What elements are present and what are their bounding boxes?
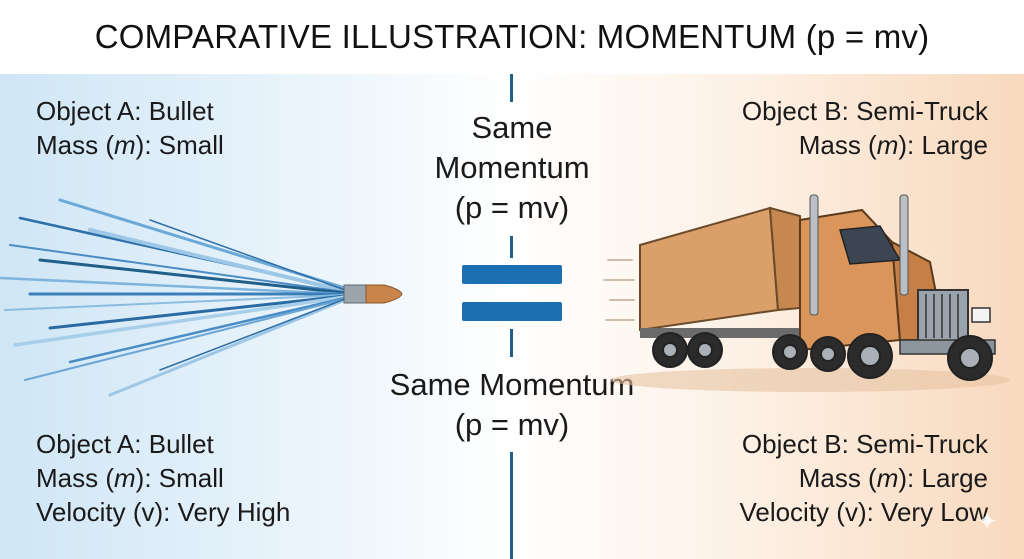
object-a-mass-detail: Mass (m): Small bbox=[36, 463, 224, 493]
page-title: COMPARATIVE ILLUSTRATION: MOMENTUM (p = … bbox=[94, 18, 930, 55]
center-label-bottom: Same Momentum (p = mv) bbox=[389, 367, 635, 442]
bullet-icon bbox=[0, 198, 403, 397]
title-bar: COMPARATIVE ILLUSTRATION: MOMENTUM (p = … bbox=[0, 0, 1024, 74]
semi-truck-icon bbox=[603, 194, 1010, 392]
object-b-summary: Object B: Semi-Truck Mass (m): Large bbox=[742, 94, 988, 162]
object-b-velocity: Velocity (v): Very Low bbox=[739, 497, 988, 527]
object-b-name: Object B: Semi-Truck bbox=[741, 96, 988, 126]
object-a-summary: Object A: Bullet Mass (m): Small bbox=[36, 94, 224, 162]
object-a-name: Object A: Bullet bbox=[36, 96, 214, 126]
object-b-details: Object B: Semi-Truck Mass (m): Large Vel… bbox=[739, 427, 988, 529]
object-b-name-detail: Object B: Semi-Truck bbox=[741, 429, 988, 459]
center-divider bbox=[510, 74, 513, 559]
object-b-mass-detail: Mass (m): Large bbox=[798, 463, 988, 493]
sparkle-icon: ✦ bbox=[976, 506, 998, 536]
object-a-mass: Mass (m): Small bbox=[36, 130, 224, 160]
object-a-details: Object A: Bullet Mass (m): Small Velocit… bbox=[36, 427, 290, 529]
object-b-mass: Mass (m): Large bbox=[798, 130, 988, 160]
object-a-velocity: Velocity (v): Very High bbox=[36, 497, 291, 527]
center-label-top: Same Momentum (p = mv) bbox=[434, 110, 590, 225]
object-a-name-detail: Object A: Bullet bbox=[36, 429, 214, 459]
